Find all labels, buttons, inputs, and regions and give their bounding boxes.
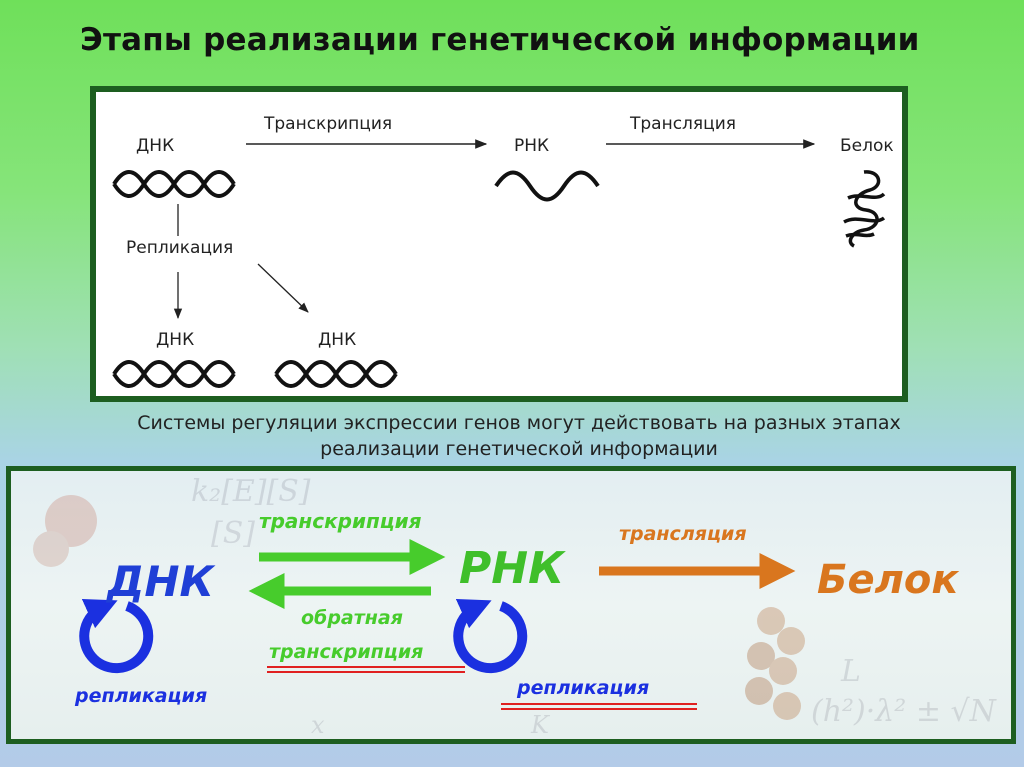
top-replication-label: Репликация bbox=[126, 238, 234, 258]
bottom-rna-label: РНК bbox=[459, 543, 565, 594]
top-dna-copy-right-label: ДНК bbox=[318, 330, 357, 350]
dna-helix-copy-right-icon bbox=[274, 360, 398, 388]
svg-text:K: K bbox=[530, 711, 551, 739]
rna-replication-cycle-icon bbox=[453, 599, 528, 674]
subtitle-line-1: Системы регуляции экспрессии генов могут… bbox=[137, 412, 901, 434]
bottom-diagram-graphics: k₂[E][S] [S] L (h²)·λ² ± √N x K bbox=[33, 474, 998, 739]
bottom-diagram-panel: k₂[E][S] [S] L (h²)·λ² ± √N x K bbox=[6, 466, 1016, 744]
top-protein-label: Белок bbox=[840, 136, 894, 156]
bottom-transcription-label: транскрипция bbox=[259, 509, 422, 533]
dna-helix-copy-left-icon bbox=[112, 360, 236, 388]
top-dna-copy-left-label: ДНК bbox=[156, 330, 195, 350]
svg-text:[S]: [S] bbox=[211, 516, 255, 551]
background-formula-decoration: k₂[E][S] [S] L (h²)·λ² ± √N x K bbox=[191, 474, 998, 739]
top-diagram-graphics bbox=[112, 139, 886, 388]
top-diagram-panel: ДНК Транскрипция РНК Трансляция Белок Ре… bbox=[90, 86, 908, 402]
bottom-dna-label: ДНК bbox=[107, 557, 214, 606]
top-dna-label: ДНК bbox=[136, 136, 175, 156]
rna-strand-icon bbox=[494, 170, 600, 202]
bottom-reverse-label-2: транскрипция bbox=[269, 641, 424, 663]
background-molecule-decoration bbox=[33, 495, 805, 720]
protein-coil-icon bbox=[843, 170, 886, 248]
reverse-transcription-underline bbox=[267, 666, 465, 673]
top-transcription-label: Транскрипция bbox=[264, 114, 393, 134]
page-title: Этапы реализации генетической информации bbox=[80, 22, 920, 58]
replication-arrow-diagonal bbox=[257, 263, 309, 313]
bottom-translation-label: трансляция bbox=[619, 523, 747, 545]
subtitle: Системы регуляции экспрессии генов могут… bbox=[40, 410, 998, 462]
subtitle-line-2: реализации генетической информации bbox=[320, 438, 718, 460]
bottom-dna-replication-label: репликация bbox=[75, 685, 208, 707]
dna-helix-icon bbox=[112, 170, 236, 198]
dna-replication-cycle-icon bbox=[79, 599, 154, 674]
svg-text:k₂[E][S]: k₂[E][S] bbox=[191, 474, 311, 509]
bottom-reverse-label-1: обратная bbox=[301, 607, 403, 629]
svg-text:(h²)·λ² ± √N: (h²)·λ² ± √N bbox=[811, 694, 998, 729]
top-rna-label: РНК bbox=[514, 136, 550, 156]
top-translation-label: Трансляция bbox=[630, 114, 736, 134]
rna-replication-underline bbox=[501, 703, 697, 710]
bottom-protein-label: Белок bbox=[817, 557, 959, 603]
bottom-rna-replication-label: репликация bbox=[517, 677, 650, 699]
svg-text:x: x bbox=[311, 711, 325, 739]
svg-text:L: L bbox=[840, 654, 861, 689]
